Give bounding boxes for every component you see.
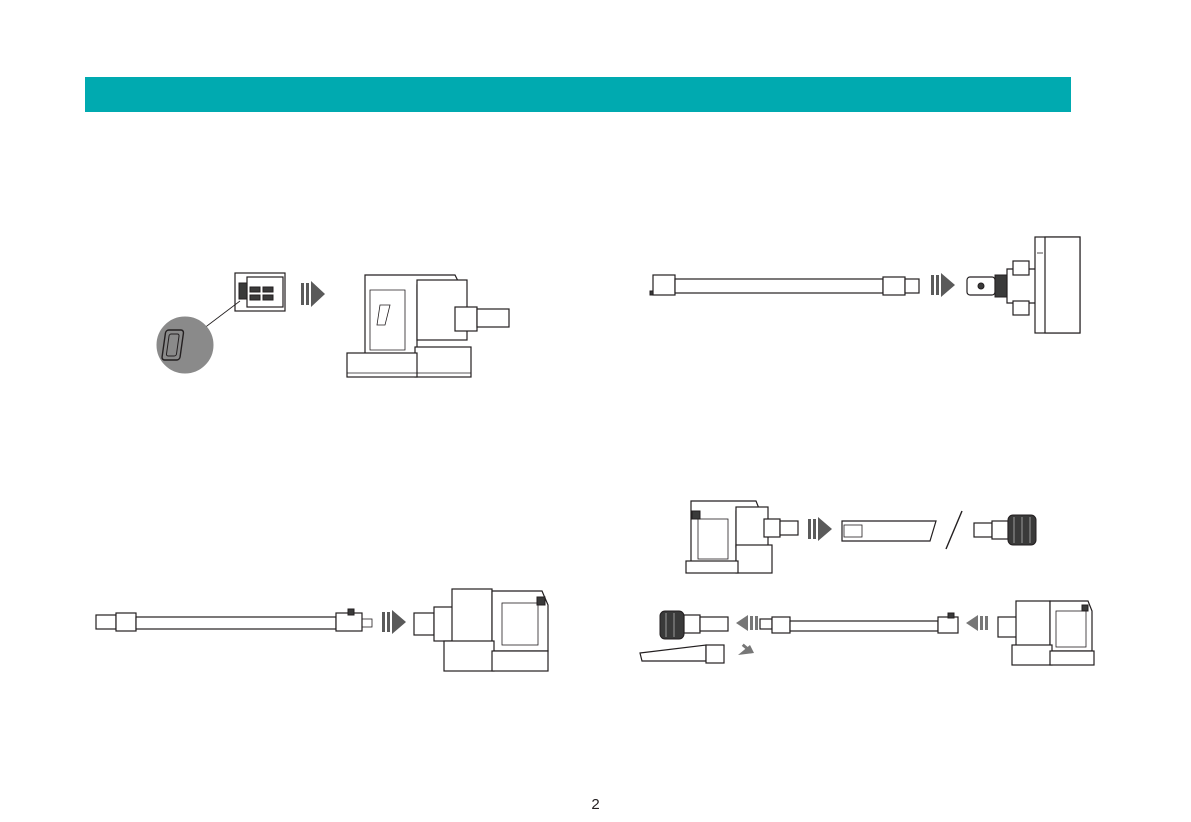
crevice-tool-icon: [640, 645, 724, 663]
insert-arrow-icon: [301, 281, 325, 307]
main-unit-icon: [414, 589, 548, 671]
battery-insert-figure: [155, 265, 525, 380]
attach-arrow-icon: [931, 273, 955, 297]
crevice-tool-icon: [842, 521, 936, 541]
floor-brush-icon: [967, 237, 1080, 333]
battery-pack-icon: [195, 273, 285, 335]
accessory-attach-figure: [636, 495, 1096, 670]
main-unit-icon: [998, 601, 1094, 665]
extension-tube-icon: [760, 613, 958, 633]
attach-arrow-icon: [808, 517, 832, 541]
tube-to-main-unit-illustration: [92, 585, 562, 675]
battery-to-main-unit-illustration: [155, 265, 525, 380]
brush-tool-icon: [660, 611, 728, 639]
page-number: 2: [0, 796, 1191, 813]
floor-brush-attach-figure: [645, 233, 1085, 338]
tube-attach-figure: [92, 585, 562, 675]
accessory-tools-illustration: [636, 495, 1096, 670]
detach-arrow-icon: [966, 615, 988, 631]
attach-arrow-icon: [382, 610, 406, 634]
extension-tube-icon: [650, 275, 919, 295]
tube-to-floor-brush-illustration: [645, 233, 1085, 338]
detach-arrow-icon: [738, 644, 754, 655]
extension-tube-icon: [96, 609, 372, 631]
detach-arrow-icon: [736, 615, 758, 631]
brush-tool-icon: [974, 515, 1036, 545]
section-header-banner: [85, 77, 1071, 112]
main-unit-icon: [686, 501, 798, 573]
main-unit-icon: [347, 275, 509, 377]
release-button-zoom-icon: [157, 317, 213, 373]
